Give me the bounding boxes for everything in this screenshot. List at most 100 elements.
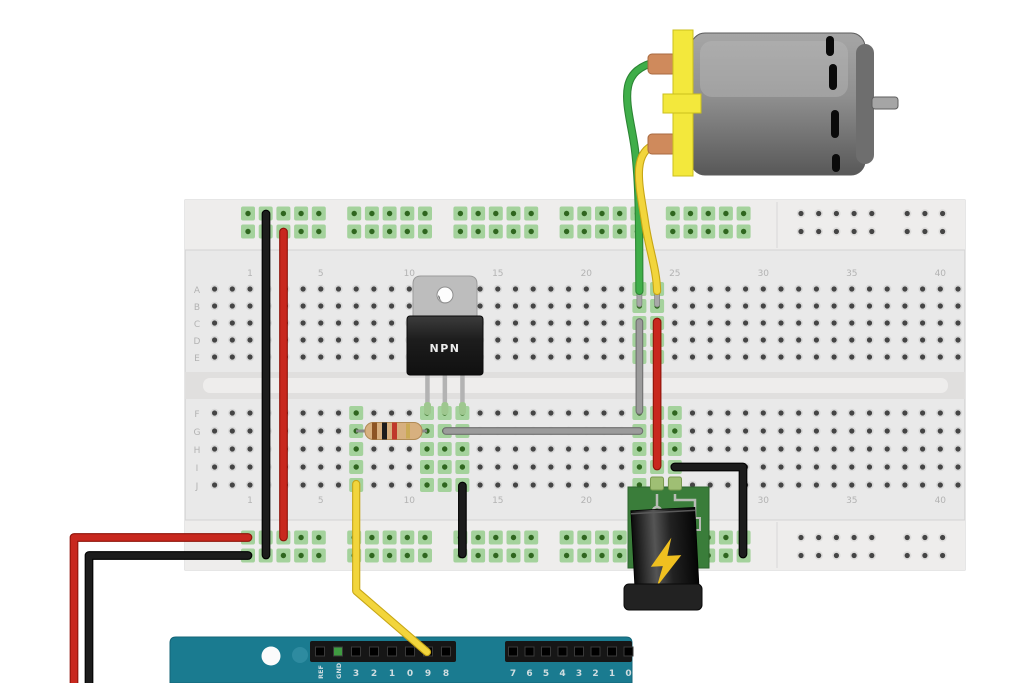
wire-module-black-jumper — [670, 462, 748, 559]
breadboard — [184, 199, 966, 571]
pin-label: 2 — [371, 669, 377, 679]
wire-signal-yellow — [352, 479, 432, 657]
pin-label: REF — [317, 665, 325, 679]
column-label: 1 — [247, 269, 253, 279]
motor-terminal-top — [647, 53, 677, 75]
wire-supply-black — [84, 551, 253, 683]
arduino-socket — [315, 646, 325, 657]
arduino-socket — [524, 646, 535, 657]
wire-motor-yellow — [634, 139, 662, 296]
column-label: 1 — [247, 496, 253, 506]
resistor-band — [372, 422, 377, 440]
transistor-body — [406, 315, 484, 376]
arduino-socket — [333, 646, 343, 657]
arduino-socket — [441, 646, 451, 657]
wire-supply-red — [69, 533, 253, 683]
row-label: A — [194, 286, 201, 296]
transistor-label: NPN — [430, 342, 461, 355]
column-label: 40 — [935, 269, 947, 279]
module-pin-pad — [650, 476, 664, 491]
column-label: 10 — [404, 496, 416, 506]
pin-label: 1 — [609, 669, 615, 679]
column-label: 30 — [758, 269, 770, 279]
column-label: 15 — [492, 496, 503, 506]
component-module — [623, 476, 710, 611]
column-label: 25 — [669, 269, 680, 279]
arduino-digital-header-right — [505, 641, 632, 662]
module-base — [623, 583, 703, 611]
module-cylinder — [630, 506, 700, 594]
arduino-pin-labels: REF GND 3 2 1 0 9 8 7 6 5 4 3 2 1 0 — [317, 662, 632, 679]
motor-body-highlight — [700, 41, 848, 97]
lightning-bolt-icon — [650, 537, 682, 587]
pin-label: 3 — [576, 669, 582, 679]
pin-label: 7 — [510, 669, 516, 679]
pin-label: 2 — [592, 669, 598, 679]
column-label: 20 — [581, 496, 593, 506]
transistor-tab-hole — [436, 286, 454, 304]
arduino-socket — [351, 646, 361, 657]
pin-label: 5 — [543, 669, 549, 679]
transistor-leg — [425, 374, 430, 408]
column-label: 35 — [846, 269, 857, 279]
pin-label: GND — [335, 662, 343, 679]
arduino-digital-header-left — [310, 641, 456, 662]
row-label: E — [194, 354, 200, 364]
arduino-socket — [623, 646, 634, 657]
column-label: 35 — [846, 496, 857, 506]
column-label: 30 — [758, 496, 770, 506]
transistor-leg-tip — [424, 402, 431, 415]
resistor-band — [406, 423, 410, 439]
pin-label: 1 — [389, 669, 395, 679]
row-label: J — [195, 482, 199, 492]
breadboard-center-groove — [203, 378, 948, 393]
column-label: 5 — [318, 269, 324, 279]
resistor-band — [382, 422, 387, 440]
pin-label: 9 — [425, 669, 431, 679]
arduino-socket — [590, 646, 601, 657]
arduino-socket — [574, 646, 584, 657]
arduino-socket — [557, 646, 568, 657]
wire-motor-green — [623, 57, 661, 296]
arduino-socket — [369, 646, 379, 657]
pin-label: 0 — [625, 669, 631, 679]
transistor-tab-hole-shadow — [437, 295, 447, 303]
column-label: 10 — [404, 269, 416, 279]
pin-label: 3 — [353, 669, 359, 679]
transistor-leg — [460, 374, 465, 408]
arduino-socket — [508, 646, 518, 657]
arduino-mounting-hole — [261, 646, 281, 666]
row-label: B — [194, 303, 200, 313]
pin-label: 8 — [443, 669, 449, 679]
pin-label: 6 — [526, 669, 532, 679]
row-label: C — [194, 320, 200, 330]
arduino-socket — [541, 646, 551, 657]
row-label: H — [194, 446, 201, 456]
resistor — [356, 422, 427, 440]
pin-label: 0 — [407, 669, 413, 679]
module-pin-pad — [668, 476, 682, 491]
resistor-band — [392, 422, 397, 440]
arduino-board: REF GND 3 2 1 0 9 8 7 6 5 4 3 2 1 0 — [169, 636, 634, 683]
dc-motor — [647, 29, 899, 177]
motor-vents — [826, 36, 840, 172]
row-label: G — [194, 428, 201, 438]
column-label: 20 — [581, 269, 593, 279]
row-label: I — [196, 464, 199, 474]
arduino-socket — [405, 646, 415, 657]
transistor-leg — [442, 374, 448, 408]
row-label: F — [194, 410, 199, 420]
column-label: 15 — [492, 269, 503, 279]
motor-terminal-bottom — [647, 133, 677, 155]
row-label: D — [194, 337, 201, 347]
column-label: 5 — [318, 496, 324, 506]
arduino-socket — [387, 646, 397, 657]
npn-transistor: NPN — [406, 275, 484, 415]
transistor-leg-tip — [459, 402, 466, 415]
transistor-leg-tip — [441, 402, 449, 415]
motor-cap-tab — [662, 93, 702, 114]
arduino-socket — [607, 646, 617, 657]
motor-end-cap — [856, 44, 874, 164]
